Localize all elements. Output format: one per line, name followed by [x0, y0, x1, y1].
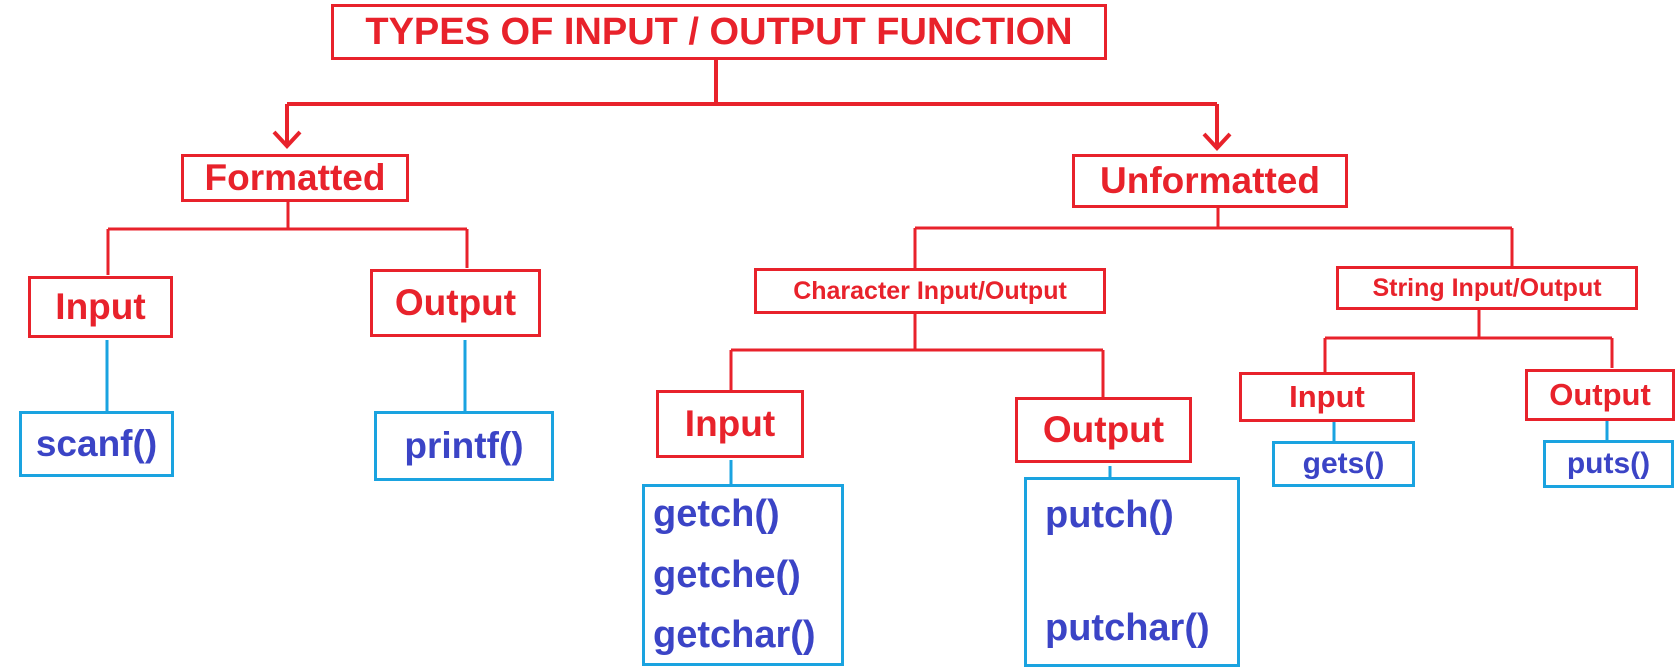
char-input-box: Input	[656, 390, 804, 458]
character-io-label: Character Input/Output	[793, 276, 1067, 305]
char-input-label: Input	[684, 403, 776, 444]
char-input-funcs-box: getch() getche() getchar()	[642, 484, 844, 666]
string-io-label: String Input/Output	[1372, 273, 1602, 302]
formatted-box: Formatted	[181, 154, 409, 202]
string-output-box: Output	[1525, 369, 1675, 421]
string-connectors	[1323, 308, 1614, 372]
gets-box: gets()	[1272, 441, 1415, 487]
formatted-output-label: Output	[394, 282, 517, 323]
putch-label: putch()	[1045, 494, 1174, 536]
formatted-input-label: Input	[55, 286, 146, 327]
unformatted-box: Unformatted	[1072, 154, 1348, 208]
string-input-box: Input	[1239, 372, 1415, 422]
formatted-input-box: Input	[28, 276, 173, 338]
formatted-arrowhead	[272, 130, 302, 149]
getch-label: getch()	[653, 493, 780, 535]
printf-box: printf()	[374, 411, 554, 481]
string-input-label: Input	[1289, 379, 1365, 414]
printf-label: printf()	[404, 425, 524, 466]
character-connectors	[729, 312, 1105, 397]
char-output-box: Output	[1015, 397, 1192, 463]
character-io-box: Character Input/Output	[754, 268, 1106, 314]
char-output-label: Output	[1042, 409, 1165, 450]
unformatted-label: Unformatted	[1100, 160, 1320, 201]
string-output-label: Output	[1549, 377, 1651, 412]
char-output-funcs-box: putch() putchar()	[1024, 477, 1240, 667]
scanf-box: scanf()	[19, 411, 174, 477]
formatted-output-box: Output	[370, 269, 541, 337]
getchar-label: getchar()	[653, 614, 816, 656]
puts-box: puts()	[1543, 440, 1674, 488]
title-box: TYPES OF INPUT / OUTPUT FUNCTION	[331, 4, 1107, 60]
unformatted-arrowhead	[1202, 132, 1232, 151]
puts-label: puts()	[1566, 447, 1651, 480]
formatted-label: Formatted	[204, 157, 386, 198]
gets-label: gets()	[1302, 447, 1385, 480]
unformatted-connectors	[913, 206, 1514, 268]
scanf-label: scanf()	[35, 423, 158, 464]
formatted-connectors	[106, 201, 469, 275]
getche-label: getche()	[653, 553, 801, 596]
string-io-box: String Input/Output	[1336, 266, 1638, 310]
putchar-label: putchar()	[1045, 607, 1210, 649]
diagram-title: TYPES OF INPUT / OUTPUT FUNCTION	[365, 10, 1073, 53]
